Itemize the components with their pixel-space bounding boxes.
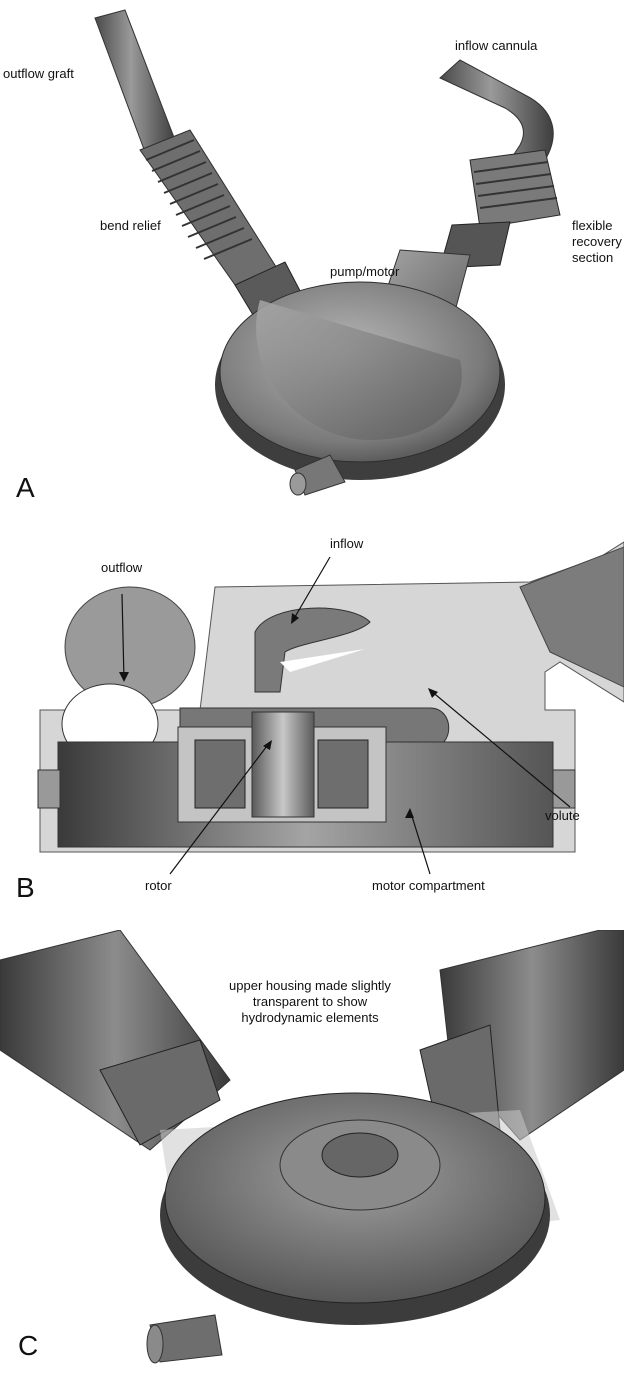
panel-a: outflow graft inflow cannula bend relief…	[0, 0, 624, 512]
panel-letter-c: C	[18, 1330, 39, 1361]
label-outflow-graft: outflow graft	[3, 66, 74, 81]
panel-letter-a: A	[16, 472, 35, 503]
label-housing-note: upper housing made slightly transparent …	[229, 978, 391, 1025]
label-motor-compartment: motor compartment	[372, 878, 485, 893]
leader-lines	[121, 556, 571, 875]
panel-b: outflow inflow volute rotor motor compar…	[0, 512, 624, 912]
label-outflow: outflow	[101, 560, 143, 575]
label-inflow-cannula: inflow cannula	[455, 38, 538, 53]
label-rotor: rotor	[145, 878, 172, 893]
panel-letter-b: B	[16, 872, 35, 903]
pump-exterior-illustration	[94, 9, 561, 496]
label-inflow: inflow	[330, 536, 364, 551]
pump-transparent-housing-illustration	[0, 930, 624, 1364]
rotor-shape	[251, 711, 315, 818]
panel-c: upper housing made slightly transparent …	[0, 930, 624, 1375]
label-volute: volute	[545, 808, 580, 823]
pump-cross-section-illustration	[37, 541, 624, 875]
label-pump-motor: pump/motor	[330, 264, 400, 279]
pump-housing-shape	[215, 281, 505, 496]
leader-arrowheads	[119, 613, 438, 818]
label-flexible-recovery-section: flexible recovery section	[572, 218, 622, 265]
label-bend-relief: bend relief	[100, 218, 161, 233]
